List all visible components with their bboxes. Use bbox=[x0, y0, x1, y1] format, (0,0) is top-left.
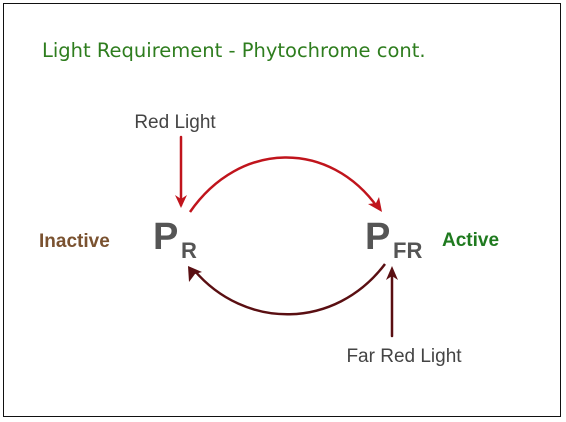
red-light-arrowhead bbox=[175, 195, 187, 208]
far-red-light-arrowhead bbox=[386, 266, 398, 280]
pfr-to-pr-arrowhead bbox=[188, 266, 202, 282]
slide-frame: Light Requirement - Phytochrome cont. bbox=[3, 3, 561, 417]
red-light-label: Red Light bbox=[134, 112, 216, 133]
slide-title: Light Requirement - Phytochrome cont. bbox=[42, 39, 426, 62]
inactive-label: Inactive bbox=[39, 231, 110, 252]
pr-subscript: R bbox=[181, 238, 197, 263]
pr-to-pfr-arrow bbox=[188, 156, 380, 213]
pr-to-pfr-arrowhead bbox=[368, 197, 382, 212]
pfr-main: P bbox=[365, 216, 390, 258]
pr-main: P bbox=[153, 216, 178, 258]
far-red-light-label: Far Red Light bbox=[346, 346, 462, 367]
pfr-subscript: FR bbox=[393, 238, 422, 263]
pfr-to-pr-arrow bbox=[193, 263, 386, 316]
active-label: Active bbox=[442, 230, 499, 251]
